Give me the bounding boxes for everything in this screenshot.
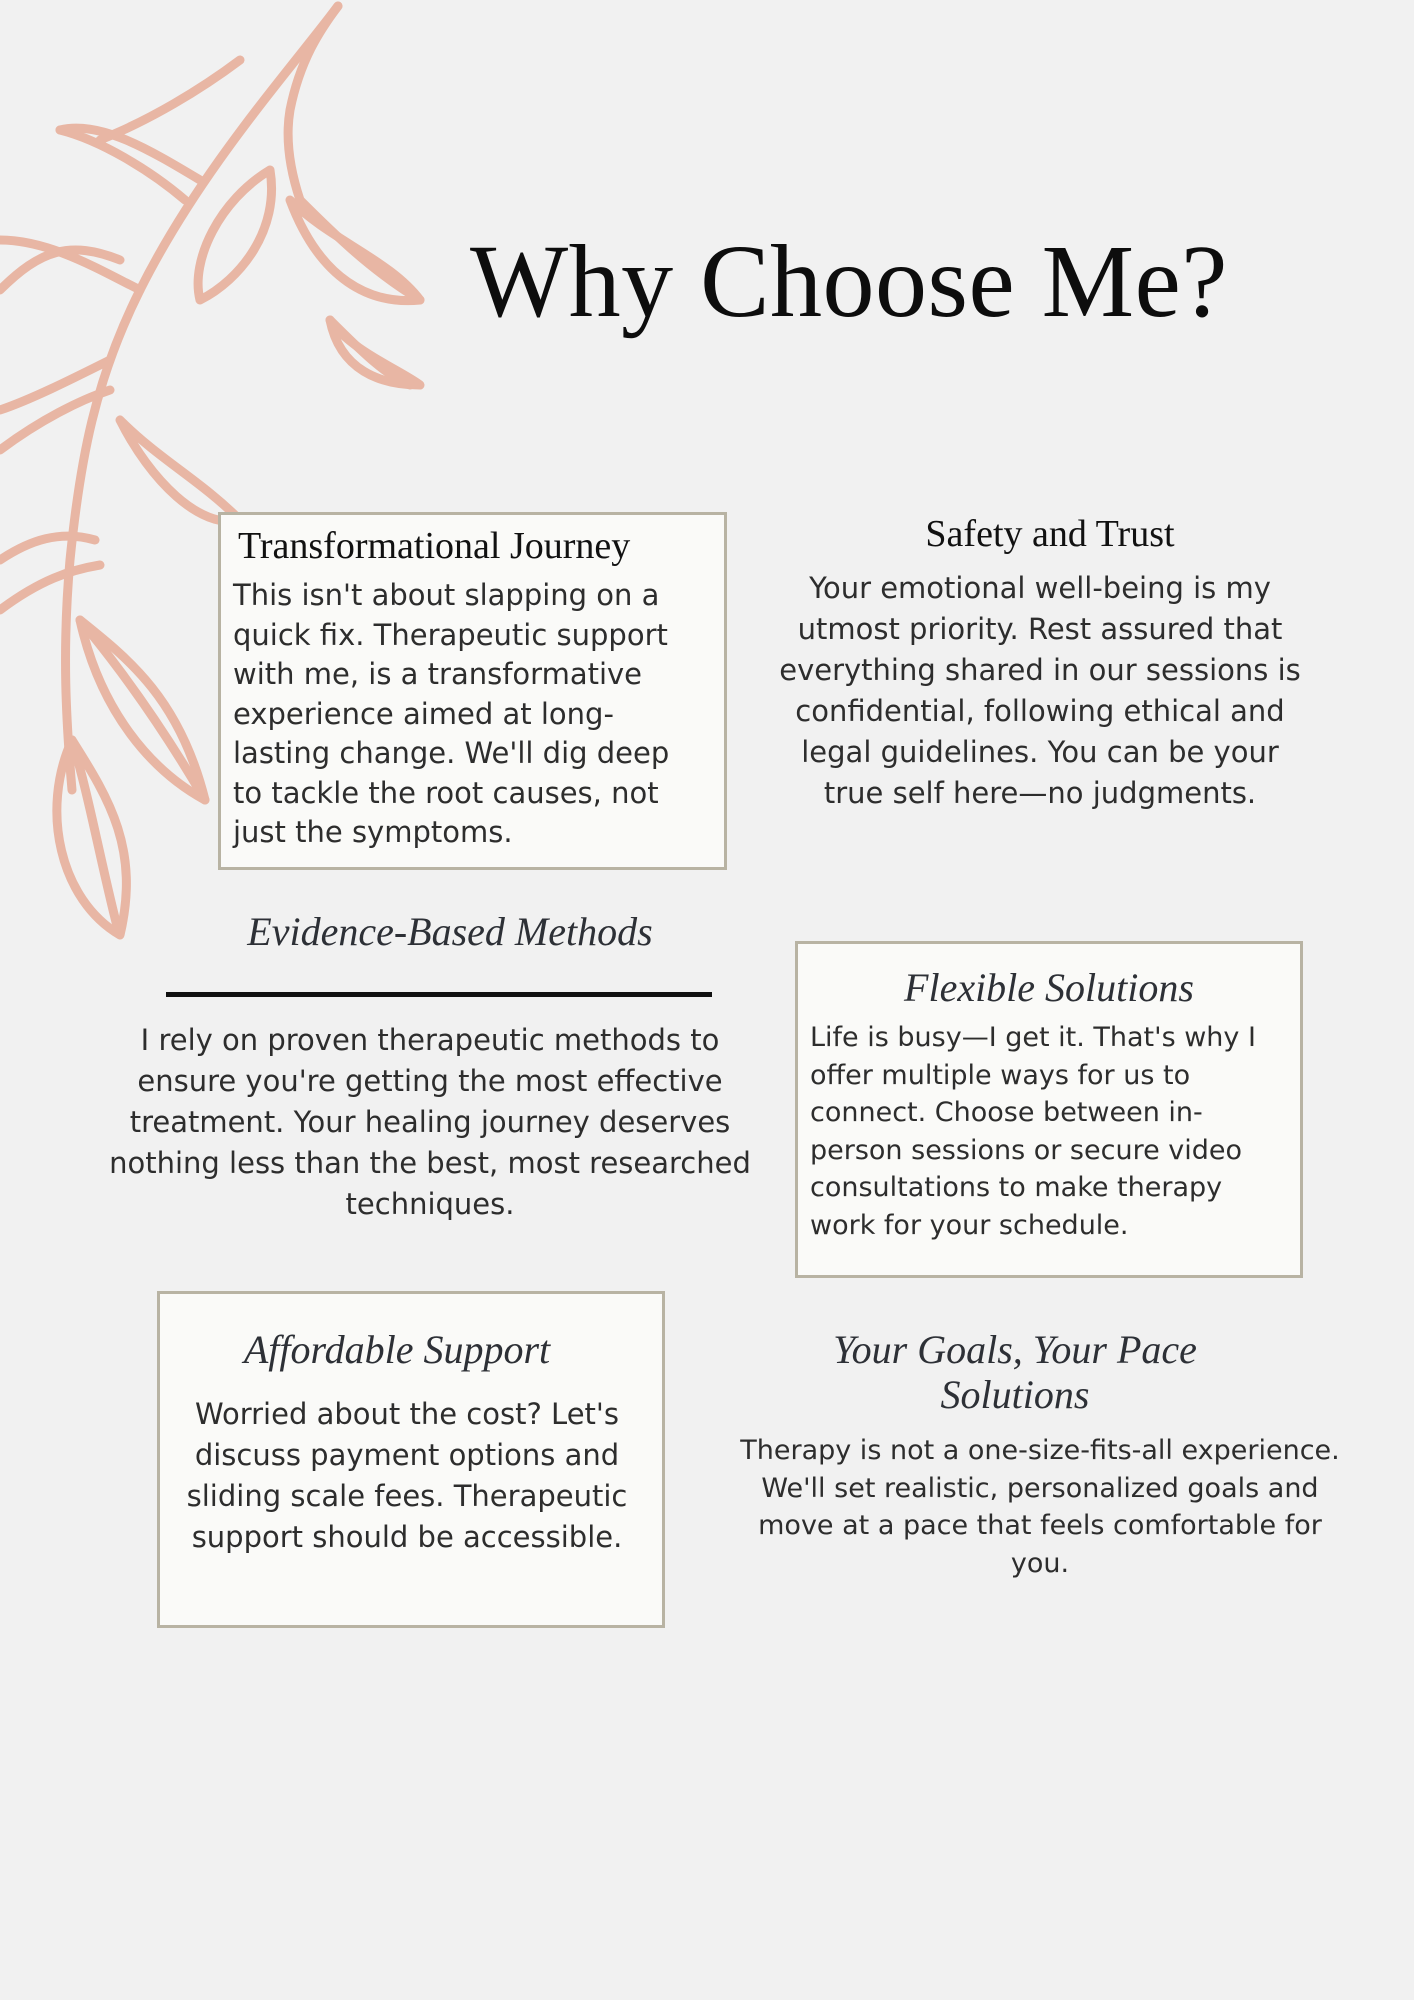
affordable-support-text: Worried about the cost? Let's discuss pa… <box>186 1397 628 1554</box>
page-title: Why Choose Me? <box>470 224 1228 339</box>
leaf-branch-icon <box>0 1 425 940</box>
flexible-solutions-card <box>795 941 1303 1278</box>
transformational-journey-text: This isn't about slapping on a quick fix… <box>233 578 670 849</box>
flexible-solutions-heading: Flexible Solutions <box>904 965 1194 1010</box>
safety-trust-heading: Safety and Trust <box>925 513 1175 555</box>
goals-pace-heading-line1: Your Goals, Your Pace <box>833 1327 1197 1372</box>
safety-trust-text: Your emotional well-being is my utmost p… <box>779 571 1301 810</box>
goals-pace-heading-line2: Solutions <box>940 1372 1090 1417</box>
transformational-journey-card <box>218 512 727 870</box>
evidence-based-text: I rely on proven therapeutic methods to … <box>109 1023 751 1221</box>
flexible-solutions-text: Life is busy—I get it. That's why I offe… <box>810 1022 1256 1241</box>
goals-pace-text: Therapy is not a one-size-fits-all exper… <box>740 1435 1340 1579</box>
affordable-support-heading: Affordable Support <box>243 1327 551 1372</box>
evidence-based-heading: Evidence-Based Methods <box>247 909 653 954</box>
transformational-journey-heading: Transformational Journey <box>238 525 631 567</box>
affordable-support-card <box>157 1291 665 1628</box>
section-divider <box>166 992 712 997</box>
